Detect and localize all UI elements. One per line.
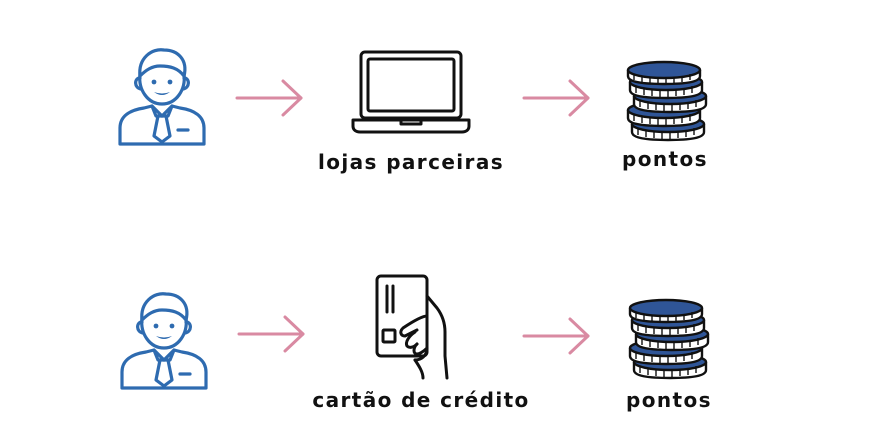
coins-stack-icon xyxy=(626,60,708,142)
flow-1-middle-label: lojas parceiras xyxy=(317,150,505,174)
person-icon xyxy=(120,292,208,390)
flow-2-end-label: pontos xyxy=(626,388,712,412)
flow-1-end-label: pontos xyxy=(622,147,708,171)
flow-2-middle-label: cartão de crédito xyxy=(312,388,530,412)
laptop-icon xyxy=(351,50,471,134)
coins-stack-icon xyxy=(628,298,710,380)
arrow-icon xyxy=(235,79,303,117)
hand-credit-card-icon xyxy=(375,274,449,380)
arrow-icon xyxy=(522,317,590,355)
arrow-icon xyxy=(237,315,305,353)
person-icon xyxy=(118,48,206,146)
arrow-icon xyxy=(522,79,590,117)
